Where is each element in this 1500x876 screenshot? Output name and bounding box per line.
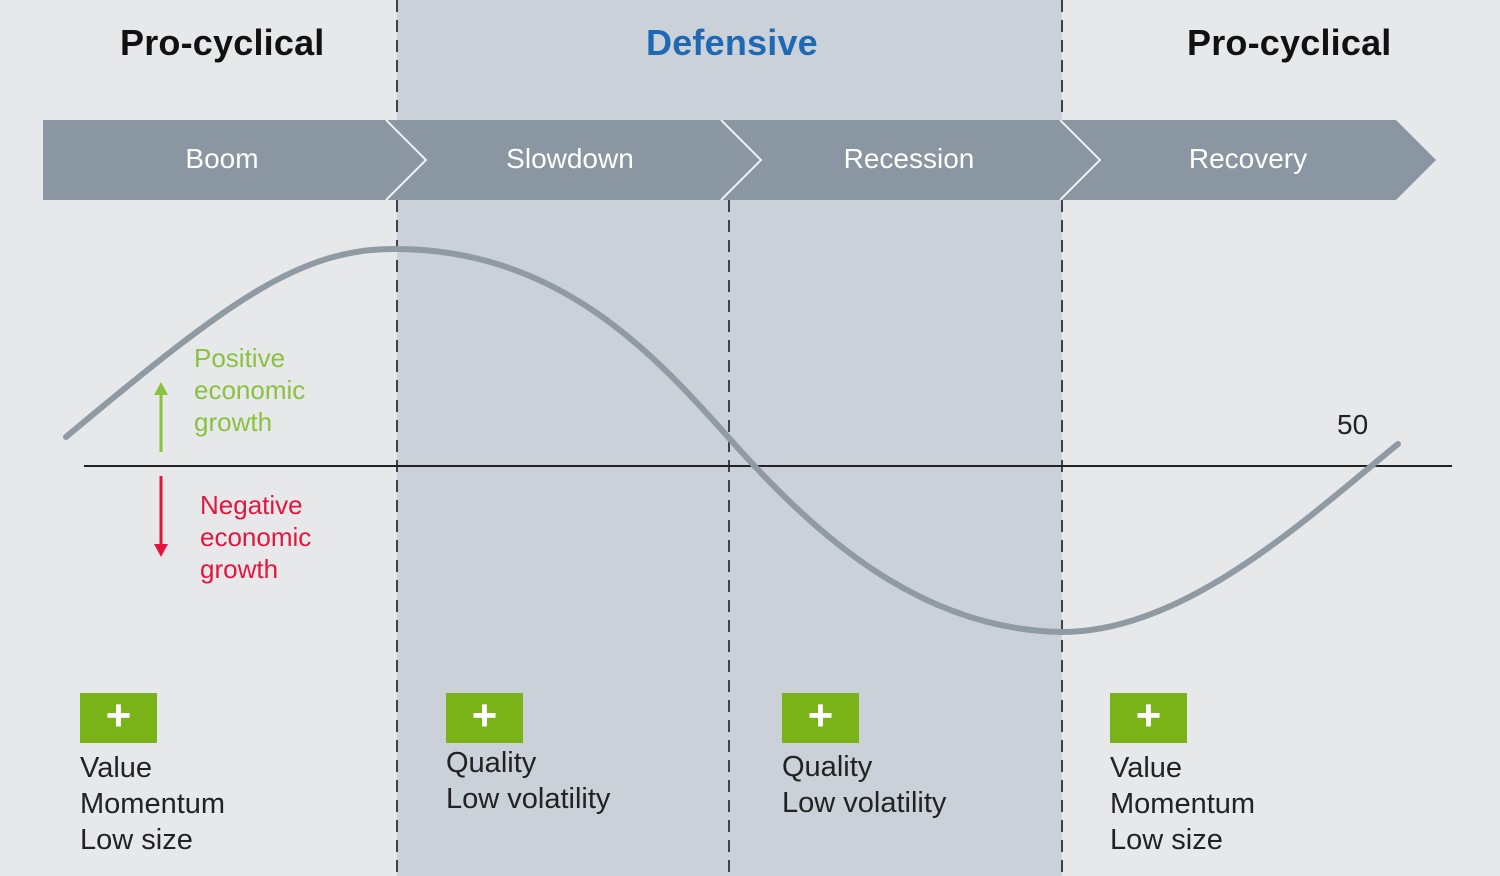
factor-momentum: Momentum <box>80 788 226 820</box>
phase-label-boom: Boom <box>185 143 259 174</box>
phase-separator-3 <box>1059 119 1102 201</box>
plus-icon: + <box>807 691 834 740</box>
boom-plus-box: + <box>80 693 157 743</box>
plus-icon: + <box>1135 691 1162 740</box>
phase-recession-shape <box>721 120 1100 200</box>
region-label-defensive: Defensive <box>646 22 818 63</box>
factor-momentum: Momentum <box>1110 788 1256 820</box>
recovery-factor-list: Value Momentum Low size <box>1110 750 1255 858</box>
recession-plus-box: + <box>782 693 859 743</box>
phase-label-recession: Recession <box>843 143 975 174</box>
phase-separator-1 <box>385 119 428 201</box>
factor-quality: Quality <box>782 751 873 783</box>
region-label-procyclical-left: Pro-cyclical <box>120 22 325 63</box>
phase-label-recovery: Recovery <box>1188 143 1308 174</box>
recession-factor-list: Quality Low volatility <box>782 749 946 821</box>
economic-cycle-curve <box>63 245 1401 636</box>
plus-icon: + <box>105 691 132 740</box>
phase-recovery-shape <box>1060 120 1436 200</box>
factor-value: Value <box>1110 752 1183 784</box>
slowdown-factor-box: + Quality Low volatility <box>446 693 610 817</box>
recovery-factor-box: + Value Momentum Low size <box>1110 693 1255 858</box>
phase-separator-2 <box>720 119 763 201</box>
factor-low-size: Low size <box>80 824 193 856</box>
positive-growth-arrow-head <box>154 382 168 395</box>
factor-low-volatility: Low volatility <box>782 787 947 819</box>
recession-factor-box: + Quality Low volatility <box>782 693 946 821</box>
phase-label-slowdown: Slowdown <box>506 143 634 174</box>
negative-growth-arrow-head <box>154 544 168 557</box>
factor-quality: Quality <box>446 747 537 779</box>
boom-factor-list: Value Momentum Low size <box>80 750 225 858</box>
midline-value-label: 50 <box>1337 409 1369 440</box>
positive-growth-label: Positive economic growth <box>194 343 306 437</box>
boom-factor-box: + Value Momentum Low size <box>80 693 225 858</box>
factor-low-size: Low size <box>1110 824 1223 856</box>
region-label-procyclical-right: Pro-cyclical <box>1187 22 1392 63</box>
phase-boom-shape <box>43 120 426 200</box>
phase-slowdown-shape <box>386 120 761 200</box>
slowdown-plus-box: + <box>446 693 523 743</box>
plus-icon: + <box>471 691 498 740</box>
factor-low-volatility: Low volatility <box>446 783 611 815</box>
negative-growth-label: Negative economic growth <box>200 490 312 584</box>
factor-value: Value <box>80 752 153 784</box>
slowdown-factor-list: Quality Low volatility <box>446 745 610 817</box>
recovery-plus-box: + <box>1110 693 1187 743</box>
